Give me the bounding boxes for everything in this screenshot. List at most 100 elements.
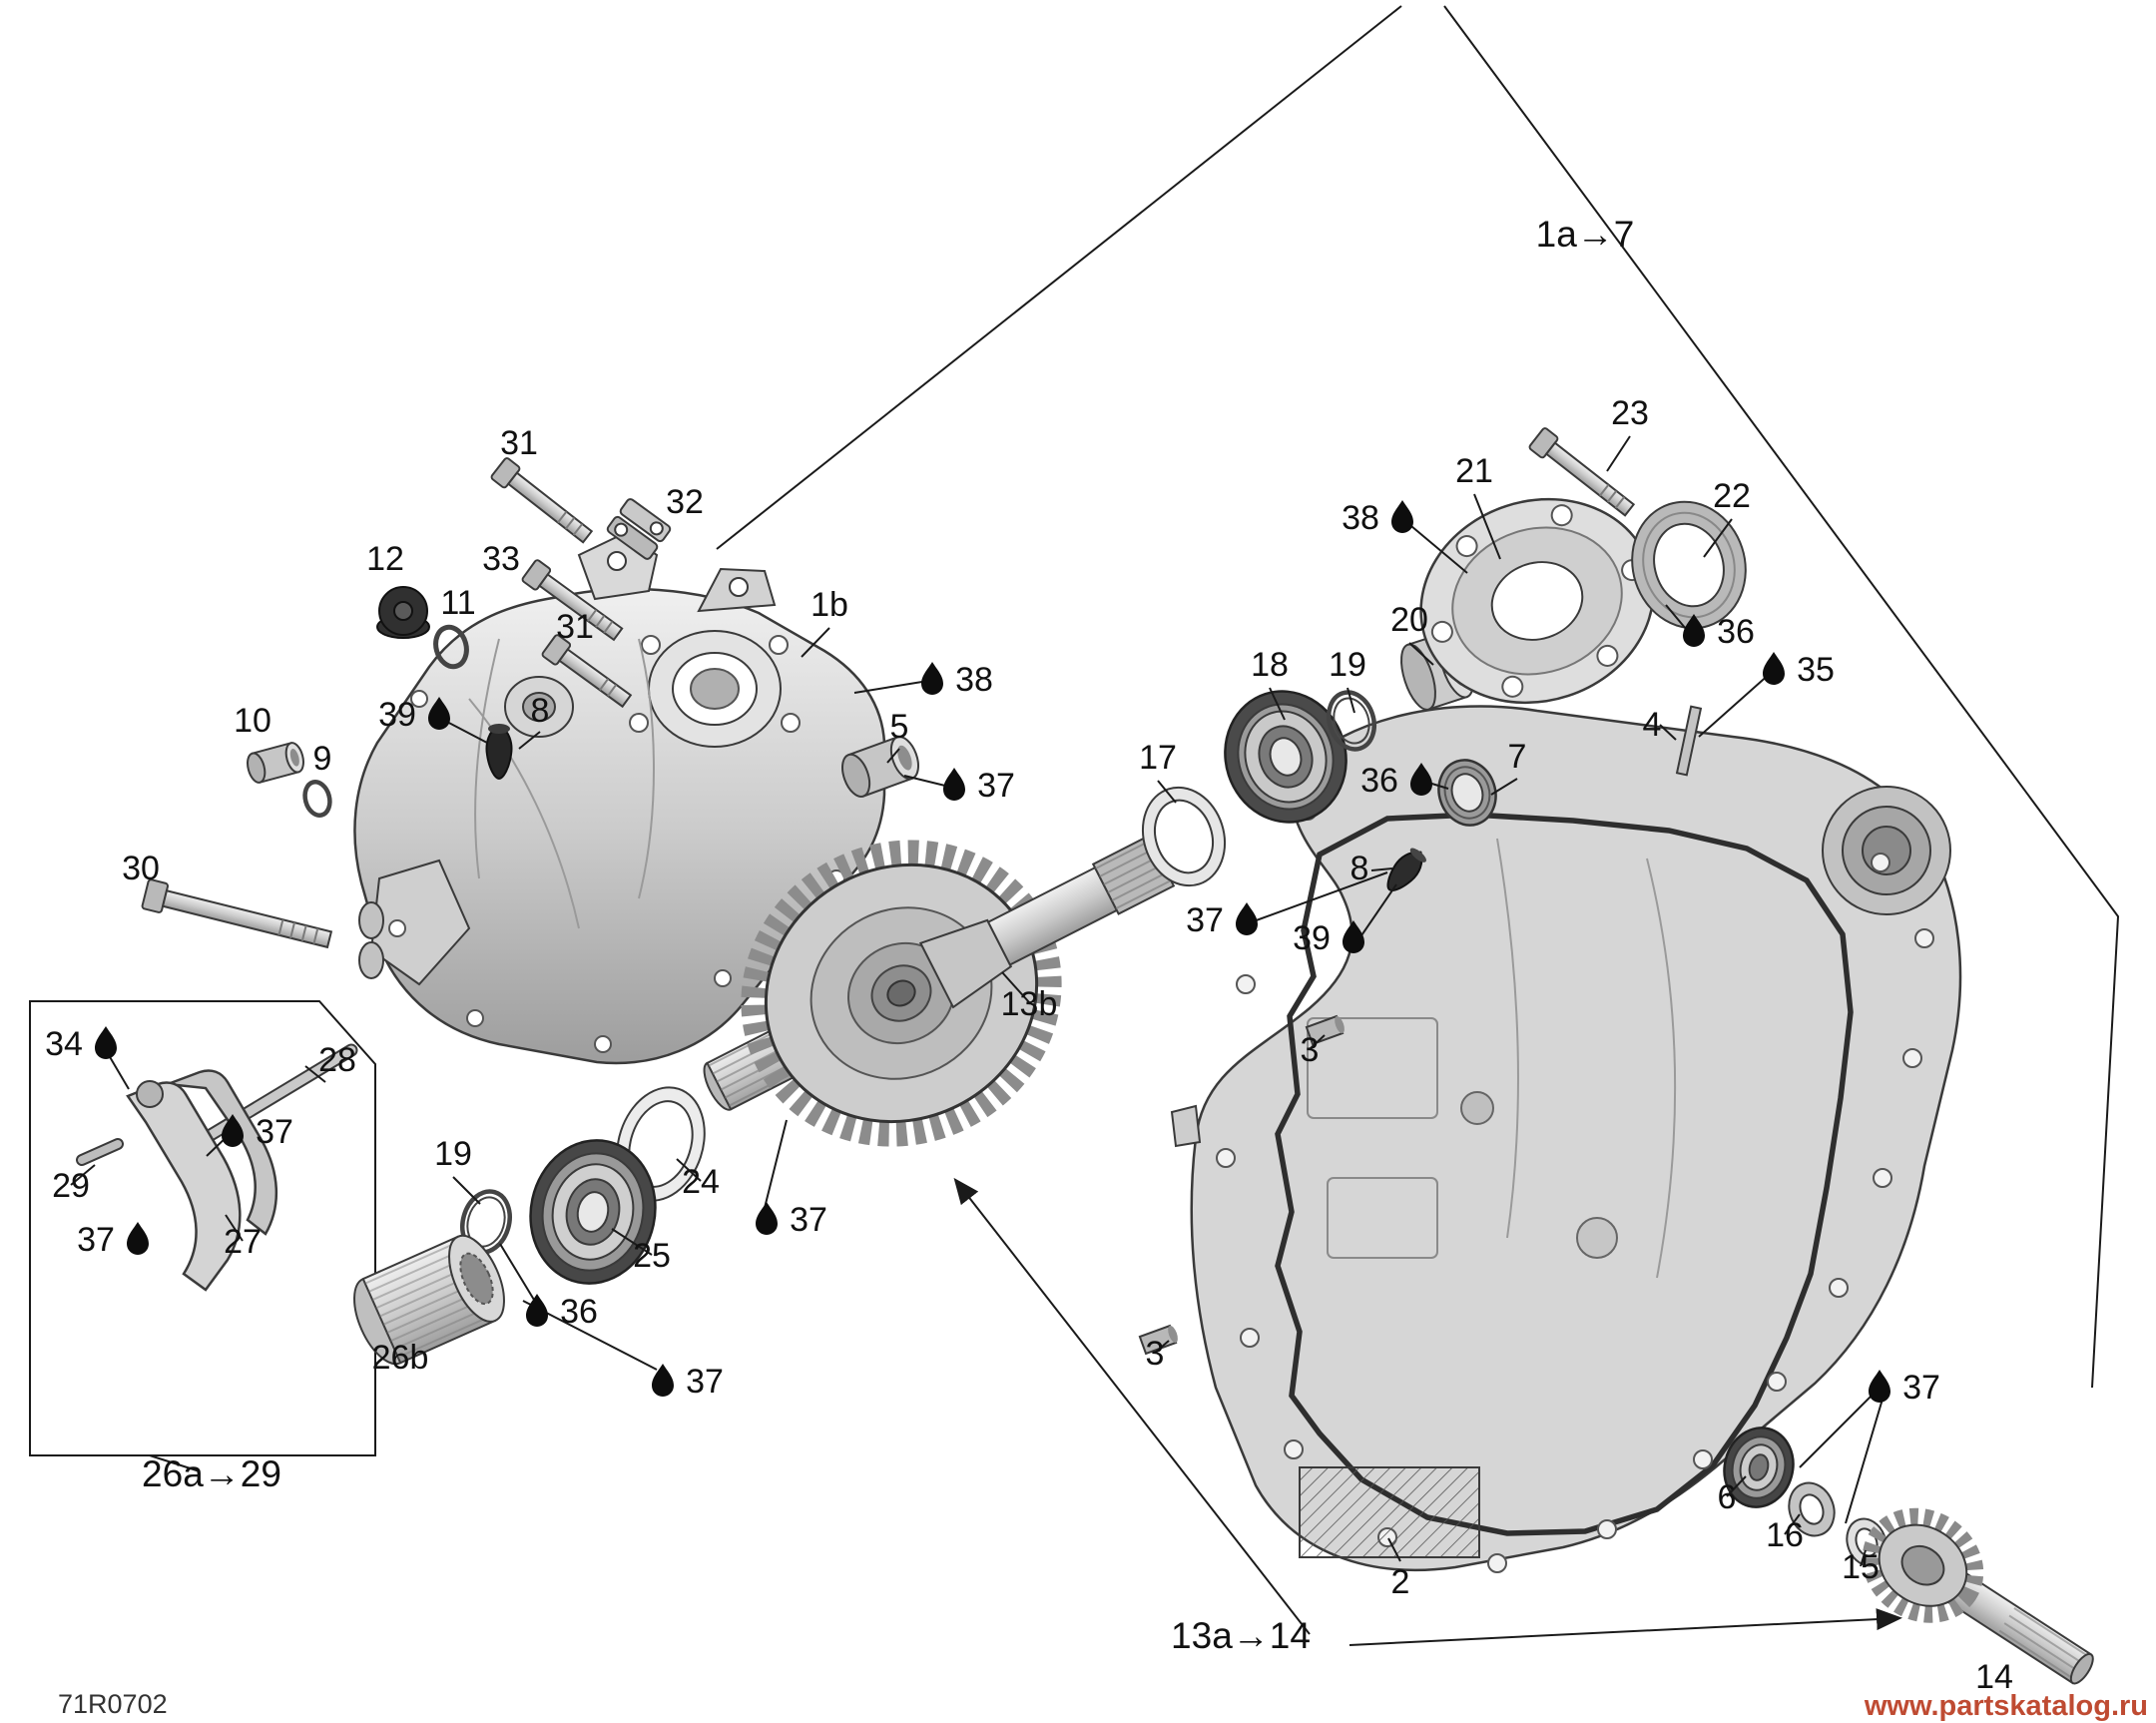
o-ring-19-right (1326, 690, 1377, 752)
callout-37-shaft: 37 (790, 1201, 827, 1239)
callout-22: 22 (1713, 477, 1751, 515)
callout-8-left: 8 (531, 692, 550, 730)
crankcase-boss (1822, 786, 1951, 915)
callout-38-left: 38 (955, 661, 993, 699)
shift-rail-28 (189, 1043, 358, 1151)
pin-4 (1675, 705, 1703, 777)
callout-3-lower: 3 (1146, 1335, 1165, 1373)
oil-drop-icon (1763, 652, 1785, 685)
callout-27: 27 (224, 1223, 262, 1261)
callout-39-left: 39 (378, 696, 416, 734)
callout-31-low: 31 (556, 608, 594, 646)
watermark: www.partskatalog.ru (1864, 1690, 2148, 1722)
callout-30: 30 (122, 850, 160, 887)
bolt-30 (141, 878, 333, 949)
callout-group-1a-7: 1a→7 (1536, 214, 1635, 255)
callout-34: 34 (45, 1025, 83, 1063)
oil-drop-icon (943, 768, 965, 801)
group-box-shift-fork (29, 1000, 376, 1456)
callout-10: 10 (234, 702, 271, 740)
seal-7 (1437, 759, 1497, 827)
housing-main-bore (648, 630, 782, 748)
group-box-connector (149, 1454, 201, 1472)
callout-19-right: 19 (1329, 646, 1366, 684)
callout-31-top: 31 (500, 424, 538, 462)
crankcase-ribs (1170, 838, 1677, 1279)
callout-9: 9 (313, 740, 332, 778)
callout-11: 11 (440, 584, 475, 622)
pin-3-upper (1305, 1014, 1345, 1046)
callout-1b: 1b (810, 586, 848, 624)
callout-23: 23 (1611, 394, 1649, 432)
callout-32: 32 (666, 483, 704, 521)
callout-20: 20 (1390, 601, 1428, 639)
callout-35: 35 (1797, 651, 1835, 689)
o-ring-17 (1141, 786, 1227, 887)
oil-drop-icon (95, 1026, 117, 1059)
callout-37-fork-bottom: 37 (77, 1221, 115, 1259)
gear-housing-left (353, 531, 886, 1065)
oil-drop-icon (1391, 500, 1413, 533)
callout-13b: 13b (1001, 985, 1058, 1023)
bolt-31-low (541, 634, 633, 709)
o-ring-9 (302, 780, 332, 818)
callout-37-output: 37 (1902, 1369, 1940, 1407)
callout-21: 21 (1455, 452, 1493, 490)
callout-4: 4 (1643, 706, 1662, 744)
callout-39-right: 39 (1293, 919, 1331, 957)
callout-19-left: 19 (434, 1135, 472, 1173)
callout-37-bearing: 37 (686, 1363, 724, 1401)
oil-drop-icon (921, 662, 943, 695)
callout-group-13a-14: 13a→14 (1171, 1615, 1311, 1656)
bearing-18 (1224, 690, 1348, 824)
callout-12: 12 (366, 540, 404, 578)
oil-drop-icon (127, 1222, 149, 1255)
bolt-33 (521, 559, 624, 642)
callout-8-right: 8 (1350, 850, 1369, 887)
callout-2: 2 (1391, 1563, 1410, 1601)
drawing-code: 71R0702 (58, 1689, 168, 1719)
arrow-to-gear-13b (953, 1177, 1311, 1635)
oil-drop-icon (1869, 1370, 1890, 1403)
callout-37-fork-top: 37 (256, 1113, 293, 1151)
callout-38-top: 38 (1342, 499, 1379, 537)
callouts: 1a→7 23 21 38 22 36 35 4 20 19 18 17 36 … (45, 214, 2013, 1696)
arrow-to-pinion-14 (1348, 1608, 1902, 1646)
callout-26b: 26b (372, 1339, 429, 1377)
callout-29: 29 (52, 1167, 90, 1205)
callout-3-upper: 3 (1301, 1031, 1320, 1069)
o-ring-11 (433, 624, 469, 670)
callout-33: 33 (482, 540, 520, 578)
leader-lines (70, 435, 1885, 1567)
callout-16: 16 (1766, 1516, 1804, 1554)
callout-25: 25 (633, 1237, 671, 1275)
gear-shaft (986, 865, 1119, 966)
housing-flange-holes (629, 635, 801, 733)
callout-36-mid: 36 (1360, 762, 1398, 800)
clamp-32 (606, 498, 672, 560)
callout-18: 18 (1251, 646, 1289, 684)
oil-drop-icon (526, 1294, 548, 1327)
callout-15: 15 (1842, 1548, 1880, 1586)
callout-7: 7 (1508, 738, 1527, 776)
gasket-outline (1275, 812, 1854, 1536)
seal-ring-22 (1631, 500, 1747, 630)
washer-16 (1788, 1481, 1836, 1537)
pinion-teeth (1862, 1507, 1984, 1623)
oil-drop-icon (756, 1202, 778, 1235)
callout-36-left: 36 (560, 1293, 598, 1331)
coupler-26b (353, 1234, 505, 1366)
bushing-10 (247, 742, 304, 784)
callout-17: 17 (1139, 739, 1177, 777)
callout-14: 14 (1975, 1658, 2013, 1696)
group-line-right (1443, 5, 2120, 1389)
callout-36-top: 36 (1717, 613, 1755, 651)
crankcase-right-half (1170, 705, 1962, 1573)
group-boundary-lines (29, 5, 2120, 1472)
pin-29 (76, 1138, 124, 1166)
group-line-left (716, 5, 1402, 550)
oil-drop-icon (1236, 902, 1258, 935)
plug-39-left (485, 723, 513, 781)
bearing-cover-21 (1419, 497, 1655, 705)
